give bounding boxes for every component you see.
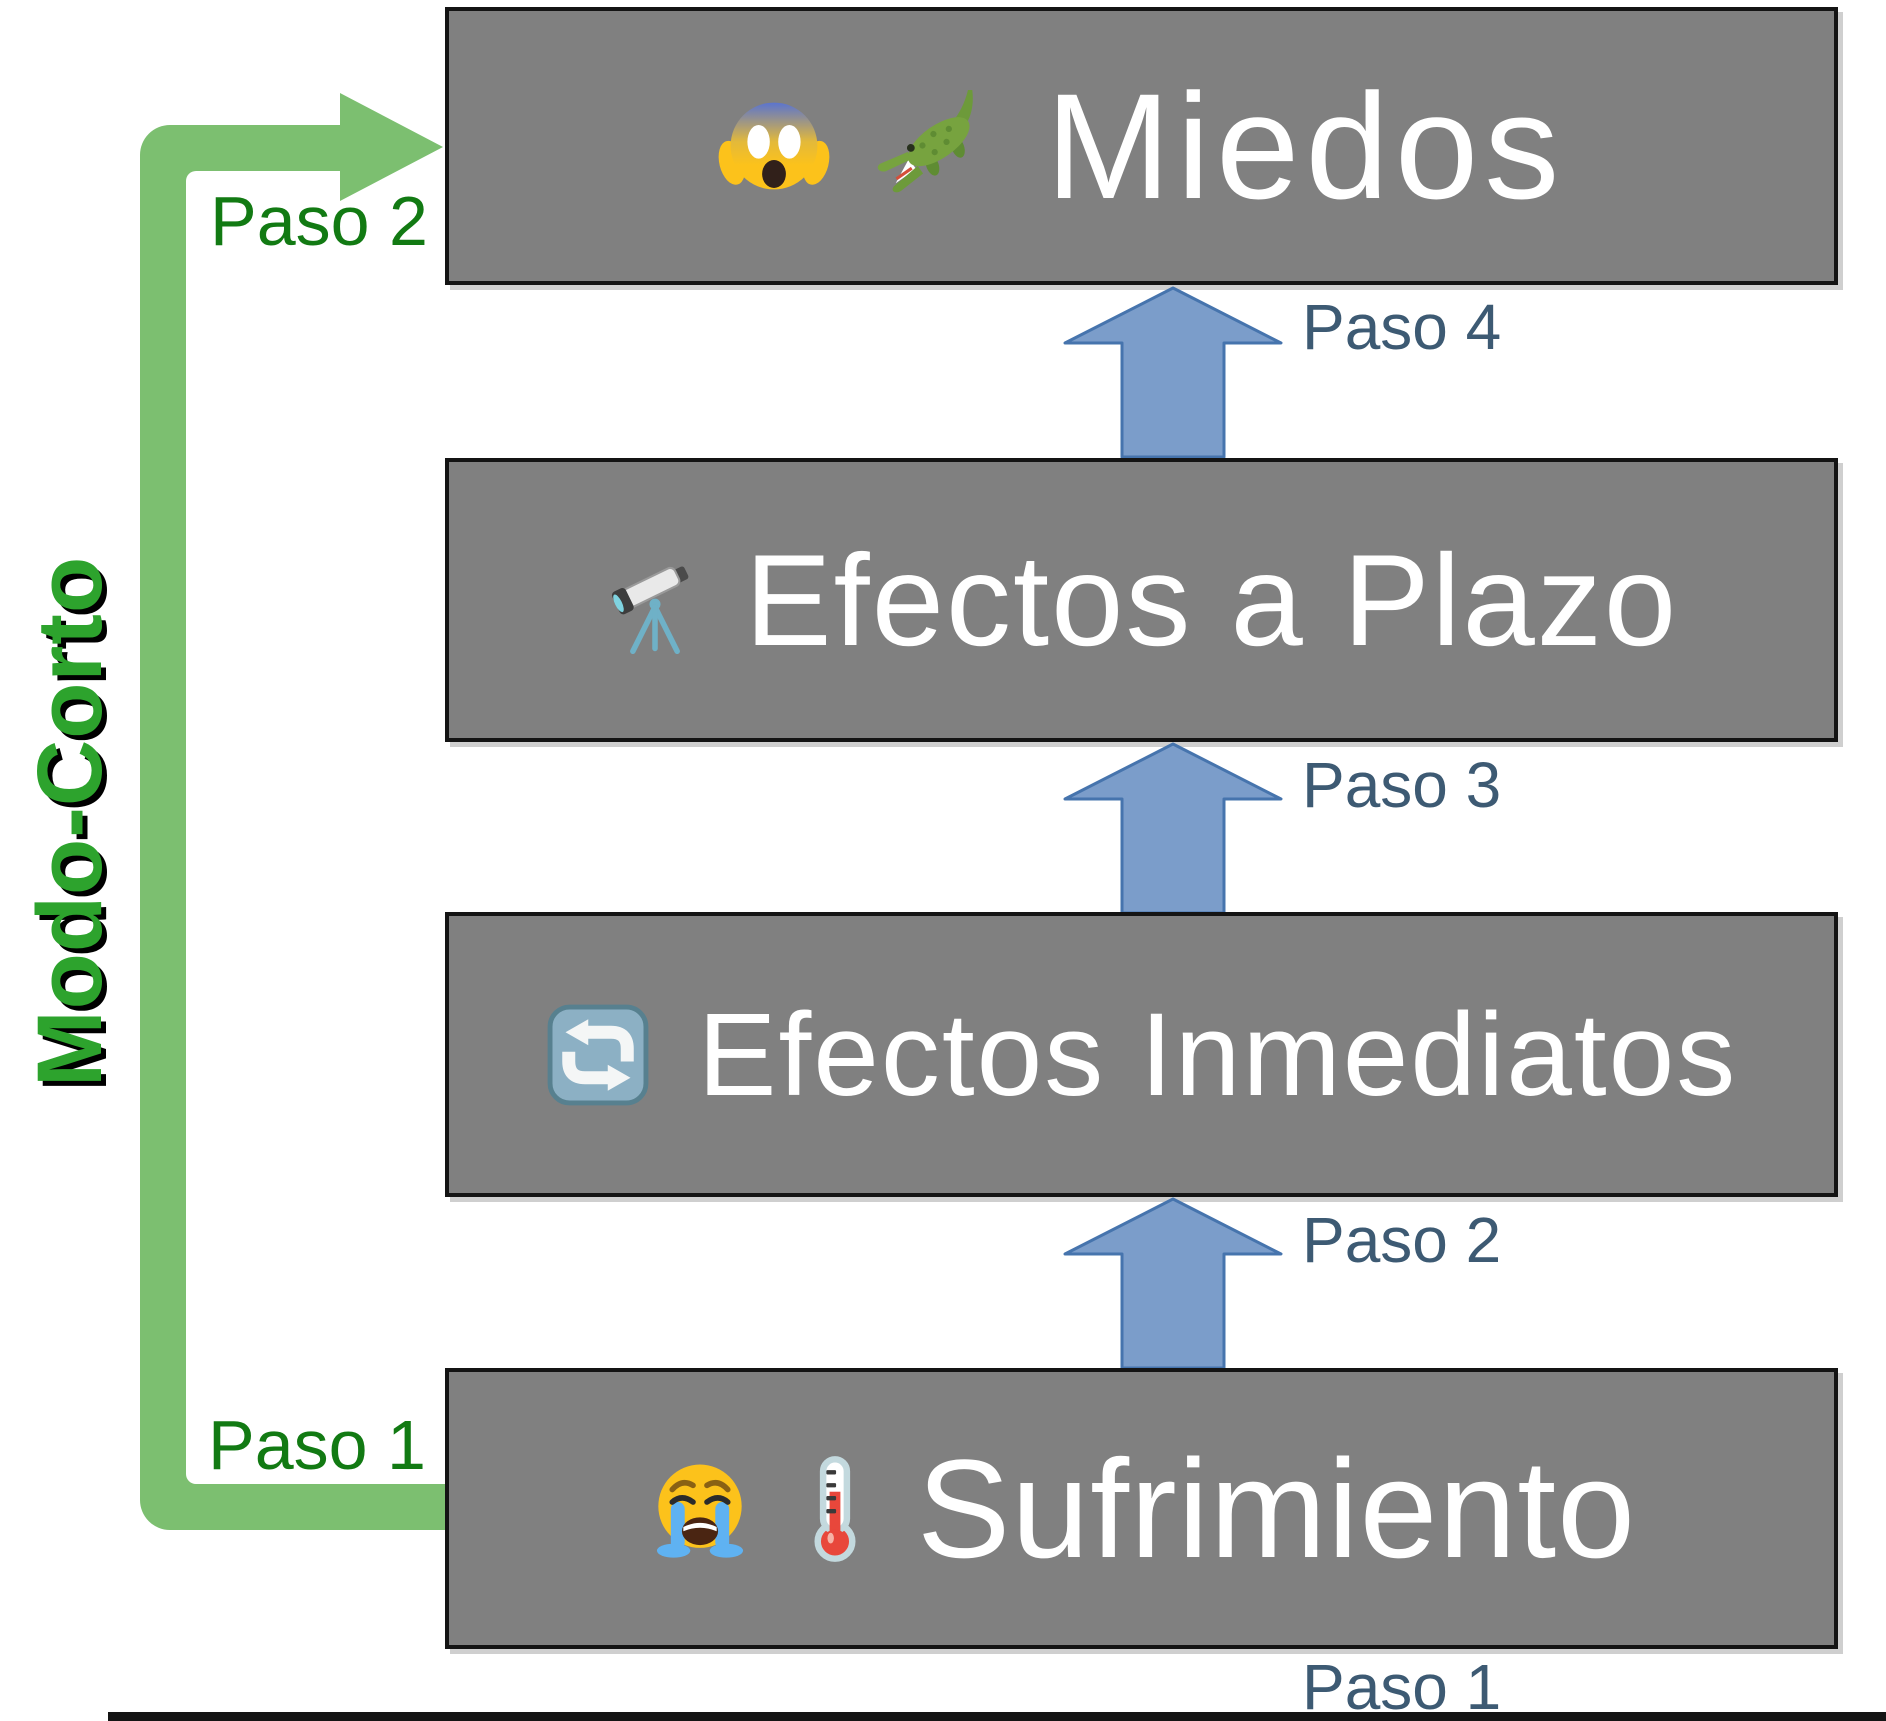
blue-up-arrow-step2 <box>1063 1197 1283 1369</box>
bottom-divider-line <box>108 1712 1886 1721</box>
green-bypass-arrow <box>140 93 445 1530</box>
blue-step-label-1: Paso 1 <box>1302 1651 1502 1721</box>
blue-up-arrow-step3 <box>1063 742 1283 914</box>
box-label-miedos: Miedos <box>1045 62 1566 230</box>
green-arrow-shape <box>140 93 445 1530</box>
telescope-icon <box>611 566 689 654</box>
box-content-row: Sufrimiento <box>647 1429 1637 1587</box>
level-box-efectos-a-plazo: Efectos a Plazo <box>445 458 1838 742</box>
blue-up-arrow-step4 <box>1063 286 1283 458</box>
blue-step-label-2: Paso 2 <box>1302 1204 1502 1276</box>
level-box-miedos: Miedos <box>445 7 1838 285</box>
box-content-row: Efectos Inmediatos <box>546 996 1738 1114</box>
vertical-title: Modo-Corto <box>19 555 121 1087</box>
box-content-row: Miedos <box>718 71 1566 221</box>
blue-step-label-4: Paso 4 <box>1302 291 1502 363</box>
green-step-label-top: Paso 2 <box>210 182 428 260</box>
box-label-efectos-a-plazo: Efectos a Plazo <box>744 527 1679 673</box>
green-step-label-bottom: Paso 1 <box>208 1406 426 1484</box>
box-label-efectos-inmediatos: Efectos Inmediatos <box>697 988 1738 1121</box>
thermometer-icon <box>814 1455 856 1562</box>
box-label-sufrimiento: Sufrimiento <box>916 1429 1637 1587</box>
blue-step-label-3: Paso 3 <box>1302 749 1502 821</box>
crocodile-icon <box>877 90 973 193</box>
loudly-crying-face-icon <box>656 1464 744 1558</box>
box-content-row: Efectos a Plazo <box>605 535 1678 665</box>
level-box-sufrimiento: Sufrimiento <box>445 1368 1838 1649</box>
level-box-efectos-inmediatos: Efectos Inmediatos <box>445 912 1838 1197</box>
face-screaming-in-fear-icon <box>718 102 830 190</box>
repeat-arrows-icon <box>547 1004 649 1105</box>
